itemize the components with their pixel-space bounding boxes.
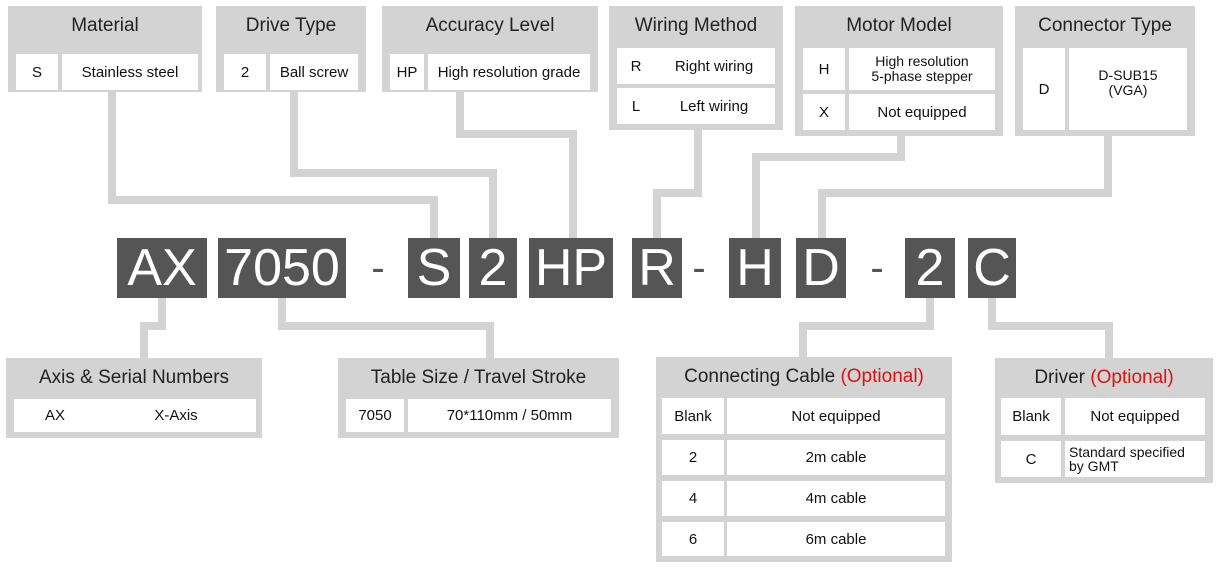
motor-model-title: Motor Model: [846, 15, 952, 36]
code-separator-3: -: [870, 245, 884, 290]
code-separator-2: -: [692, 245, 706, 290]
connecting-cable-optional-label: (Optional): [840, 366, 924, 387]
connector-type-desc-line1: D-SUB15: [1098, 67, 1158, 83]
wiring-method-code-l: L: [617, 88, 655, 124]
connecting-cable-code-1: 2: [662, 440, 724, 475]
driver-box: Driver (Optional) Blank Not equipped C S…: [995, 358, 1213, 483]
code-segment-size: 7050: [218, 238, 346, 298]
table-size-desc: 70*110mm / 50mm: [408, 399, 611, 432]
line-wiring: [653, 124, 702, 238]
driver-desc-1: Standard specified by GMT: [1065, 441, 1205, 477]
connecting-cable-title: Connecting Cable: [684, 366, 836, 387]
accuracy-level-title: Accuracy Level: [425, 15, 555, 36]
connecting-cable-code-0: Blank: [662, 398, 724, 434]
line-driver: [988, 298, 1113, 358]
wiring-method-code-r: R: [617, 48, 655, 84]
axis-serial-desc: X-Axis: [96, 399, 256, 432]
connector-type-box: Connector Type D D-SUB15 (VGA): [1015, 6, 1195, 136]
table-size-box: Table Size / Travel Stroke 7050 70*110mm…: [338, 358, 619, 438]
axis-serial-title: Axis & Serial Numbers: [38, 367, 230, 388]
wiring-method-title: Wiring Method: [634, 15, 758, 36]
connector-type-code: D: [1023, 48, 1065, 130]
accuracy-level-desc: High resolution grade: [428, 54, 590, 90]
accuracy-level-code: HP: [390, 54, 424, 90]
code-segment-material: S: [408, 238, 460, 298]
wiring-method-desc-l: Left wiring: [653, 88, 775, 124]
material-code: S: [16, 54, 58, 90]
table-size-title: Table Size / Travel Stroke: [370, 367, 587, 388]
line-drive-type: [290, 84, 497, 238]
line-connector: [818, 134, 1112, 238]
driver-desc-0: Not equipped: [1065, 398, 1205, 435]
line-cable: [799, 298, 934, 357]
wiring-method-box: Wiring Method R Right wiring L Left wiri…: [609, 6, 783, 130]
connecting-cable-box: Connecting Cable (Optional) Blank Not eq…: [656, 357, 952, 562]
motor-model-code-h: H: [803, 48, 845, 90]
accuracy-level-box: Accuracy Level HP High resolution grade: [382, 6, 598, 92]
code-segment-cable: 2: [905, 238, 955, 298]
code-segment-axis: AX: [117, 238, 207, 298]
driver-optional-label: (Optional): [1090, 367, 1174, 388]
driver-title: Driver: [1034, 367, 1085, 388]
motor-model-desc-h-line1: High resolution: [875, 53, 969, 69]
driver-desc-1-line1: Standard specified: [1069, 444, 1185, 460]
driver-desc-1-line2: by GMT: [1069, 458, 1119, 474]
material-title: Material: [71, 15, 139, 36]
line-table-size: [278, 298, 494, 358]
driver-title-row: Driver (Optional): [995, 358, 1213, 398]
drive-type-desc: Ball screw: [270, 54, 358, 90]
code-separator-1: -: [371, 245, 385, 290]
connecting-cable-desc-1: 2m cable: [727, 440, 945, 475]
line-accuracy: [456, 84, 577, 238]
drive-type-code: 2: [224, 54, 266, 90]
axis-serial-code: AX: [14, 399, 96, 432]
code-segment-connector: D: [796, 238, 846, 298]
driver-code-0: Blank: [1001, 398, 1061, 435]
connecting-cable-desc-2: 4m cable: [727, 481, 945, 516]
motor-model-code-x: X: [803, 94, 845, 130]
line-material: [108, 84, 438, 238]
connector-type-desc-line2: (VGA): [1108, 82, 1148, 98]
line-axis: [140, 298, 166, 358]
motor-model-box: Motor Model H High resolution 5-phase st…: [795, 6, 1003, 136]
line-motor: [752, 134, 905, 238]
code-segment-driver: C: [968, 238, 1016, 298]
motor-model-desc-x: Not equipped: [849, 94, 995, 130]
code-segment-accuracy: HP: [529, 238, 613, 298]
connecting-cable-desc-0: Not equipped: [727, 398, 945, 434]
table-size-code: 7050: [346, 399, 404, 432]
drive-type-box: Drive Type 2 Ball screw: [216, 6, 366, 92]
motor-model-desc-h-line2: 5-phase stepper: [871, 68, 973, 84]
connecting-cable-code-2: 4: [662, 481, 724, 516]
connector-type-desc: D-SUB15 (VGA): [1069, 48, 1187, 130]
code-segment-drive-type: 2: [469, 238, 517, 298]
driver-code-1: C: [1001, 441, 1061, 477]
connector-type-title: Connector Type: [1038, 15, 1172, 36]
code-segment-wiring: R: [632, 238, 682, 298]
connecting-cable-title-row: Connecting Cable (Optional): [656, 357, 952, 397]
material-desc: Stainless steel: [62, 54, 198, 90]
material-box: Material S Stainless steel: [8, 6, 202, 92]
axis-serial-box: Axis & Serial Numbers AX X-Axis: [6, 358, 262, 438]
motor-model-desc-h: High resolution 5-phase stepper: [849, 48, 995, 90]
connecting-cable-desc-3: 6m cable: [727, 522, 945, 556]
wiring-method-desc-r: Right wiring: [653, 48, 775, 84]
code-segment-motor: H: [729, 238, 781, 298]
connecting-cable-code-3: 6: [662, 522, 724, 556]
drive-type-title: Drive Type: [245, 15, 337, 36]
